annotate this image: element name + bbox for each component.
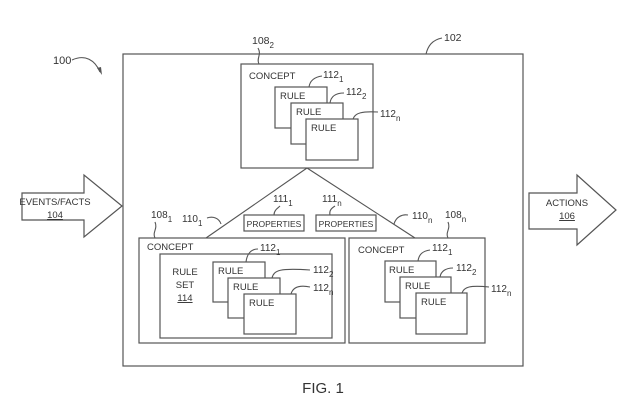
properties-left: PROPERTIES 1111 <box>243 194 305 232</box>
rule-ref-leader <box>329 92 345 104</box>
rule-ref: 112n <box>491 284 511 298</box>
rule-label: RULE <box>233 282 258 293</box>
rule-label: RULE <box>280 91 305 102</box>
output-arrow-shape <box>528 173 617 247</box>
rule-ref-leader <box>245 248 259 263</box>
link-right-leader <box>393 214 409 225</box>
link-left-ref: 1101 <box>182 214 203 228</box>
concept-ref-leader <box>446 221 450 239</box>
rule-ref: 1121 <box>260 243 281 257</box>
properties-label: PROPERTIES <box>247 219 302 229</box>
rule-ref-leader <box>417 249 431 262</box>
system-ref-callout: 100 <box>53 55 102 75</box>
system-ref-label: 100 <box>53 55 71 67</box>
rule-box <box>243 293 297 335</box>
system-ref-leader <box>71 57 101 73</box>
concept-label: CONCEPT <box>147 242 194 253</box>
rule-box <box>415 292 468 335</box>
properties-ref: 111n <box>322 194 342 208</box>
rule-ref-leader <box>290 285 311 295</box>
rule-ref: 1121 <box>323 70 344 84</box>
rule-ref: 112n <box>380 109 400 123</box>
rule-set-ref: 114 <box>177 293 192 304</box>
concept-label: CONCEPT <box>249 71 296 82</box>
concept-ref: 108n <box>445 210 466 224</box>
rule-label: RULE <box>249 298 274 309</box>
link-right-ref: 110n <box>412 211 432 225</box>
properties-box <box>315 214 377 232</box>
properties-ref-leader <box>329 205 336 216</box>
engine-ref-leader <box>425 37 443 55</box>
rule-set-label-1: RULE <box>172 267 197 278</box>
rule-ref-leader <box>271 268 311 279</box>
properties-ref: 1111 <box>273 194 293 208</box>
rule-ref-leader <box>439 267 454 278</box>
input-arrow-shape <box>21 173 123 239</box>
rule-ref-leader <box>352 111 379 120</box>
concept-ref-leader <box>153 221 157 239</box>
rule-label: RULE <box>311 123 336 134</box>
rule-set-label-2: SET <box>176 280 195 291</box>
events-facts-arrow: EVENTS/FACTS 104 <box>19 173 123 239</box>
concept-top: 1082 CONCEPT RULE RULE RULE 1121 1122 11… <box>240 35 400 169</box>
rule-ref-leader <box>461 285 490 294</box>
actions-ref: 106 <box>559 211 575 222</box>
rule-ref-leader <box>308 75 323 88</box>
rule-label: RULE <box>389 265 414 276</box>
rule-ref: 1122 <box>313 265 334 279</box>
concept-label: CONCEPT <box>358 245 405 256</box>
concept-ref-leader <box>257 47 260 65</box>
properties-right: PROPERTIES 111n <box>315 194 377 232</box>
rule-ref: 1122 <box>346 87 367 101</box>
events-facts-label: EVENTS/FACTS <box>19 197 90 208</box>
concept-ref: 1082 <box>252 35 275 50</box>
concept-ref: 1081 <box>151 210 173 224</box>
link-left <box>205 167 308 239</box>
concept-right: 108n CONCEPT RULE RULE RULE 1121 1122 11… <box>348 210 511 344</box>
link-left-leader <box>206 216 222 225</box>
rule-label: RULE <box>421 297 446 308</box>
engine-ref-label: 102 <box>444 32 462 44</box>
rule-ref: 112n <box>313 283 333 297</box>
concept-left: 1081 CONCEPT RULE SET 114 RULE RULE RULE… <box>138 210 346 344</box>
actions-label: ACTIONS <box>546 198 588 209</box>
link-right <box>306 167 416 239</box>
properties-ref-leader <box>273 205 281 216</box>
rule-label: RULE <box>218 266 243 277</box>
events-facts-ref: 104 <box>47 210 63 221</box>
rule-box <box>305 118 359 161</box>
rule-ref: 1121 <box>432 243 453 257</box>
arrowhead-icon <box>97 67 102 75</box>
properties-label: PROPERTIES <box>319 219 374 229</box>
actions-arrow: ACTIONS 106 <box>528 173 617 247</box>
rule-label: RULE <box>296 107 321 118</box>
figure-caption: FIG. 1 <box>302 380 344 397</box>
rule-ref: 1122 <box>456 263 477 277</box>
rule-label: RULE <box>405 281 430 292</box>
